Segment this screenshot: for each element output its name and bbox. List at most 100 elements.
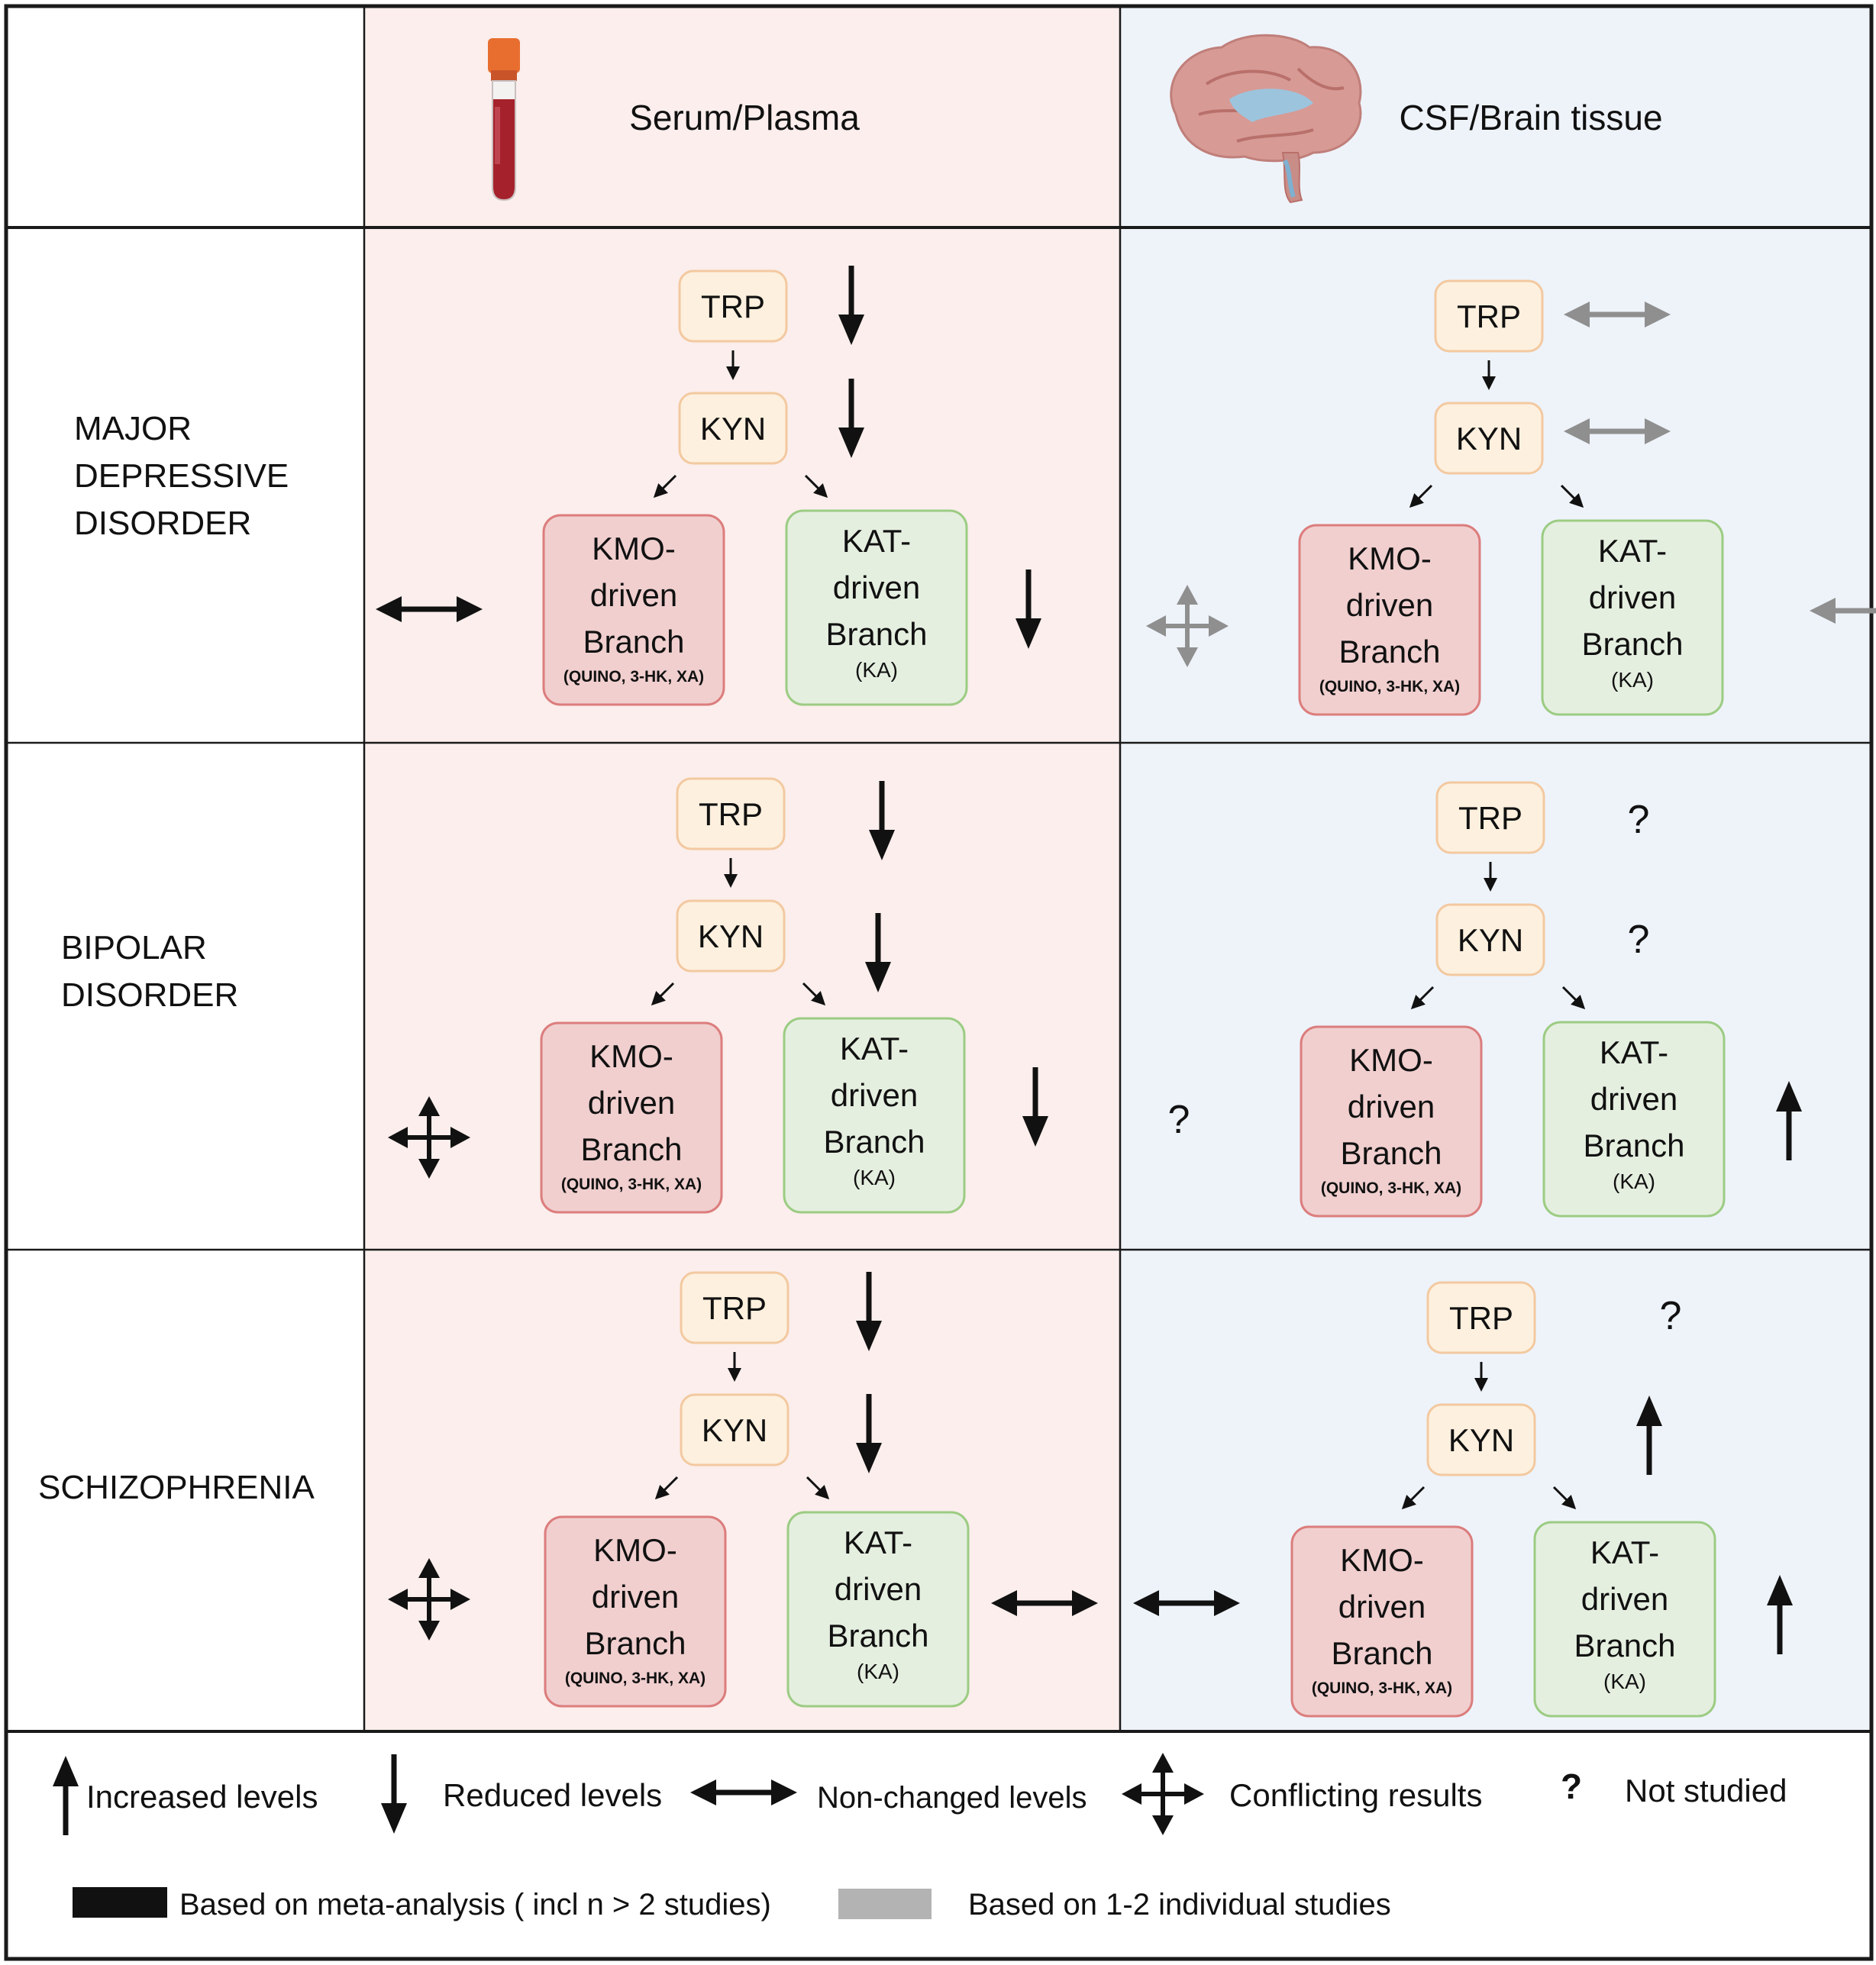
legend-question-symbol: ?	[1561, 1767, 1582, 1806]
kyn-to-kmo-arrow	[651, 982, 675, 1006]
not studied-arrow-icon: ?	[1628, 918, 1650, 962]
legend-increased-label: Increased levels	[86, 1779, 318, 1815]
kyn-node	[676, 899, 786, 973]
kat-label-line: driven	[831, 1077, 918, 1113]
kat-branch-node	[785, 509, 968, 706]
reduced-arrow-icon	[838, 266, 864, 345]
row-label-mdd: MAJOR DEPRESSIVE DISORDER	[74, 410, 289, 542]
kmo-metabolites: (QUINO, 3-HK, XA)	[565, 1670, 706, 1687]
trp-node	[678, 269, 788, 343]
trp-node	[1426, 1281, 1536, 1354]
kat-metabolites: (KA)	[1611, 668, 1654, 692]
kyn-to-kat-arrow	[804, 474, 828, 499]
trp-node	[680, 1271, 789, 1344]
increased-arrow-icon	[1776, 1081, 1802, 1160]
kyn-to-kmo-arrow	[1401, 1486, 1426, 1510]
kyn-label: KYN	[1456, 421, 1522, 457]
kmo-branch-node	[542, 514, 725, 706]
kyn-node	[1435, 903, 1545, 976]
kmo-metabolites: (QUINO, 3-HK, XA)	[1321, 1179, 1461, 1197]
kat-branch-node	[1541, 519, 1724, 716]
kmo-label-line: Branch	[584, 1625, 686, 1661]
row-label-line: SCHIZOPHRENIA	[38, 1469, 315, 1506]
kat-label-line: KAT-	[1598, 533, 1667, 569]
kmo-label-line: driven	[588, 1085, 675, 1121]
kat-label-line: KAT-	[1600, 1034, 1668, 1070]
not studied-arrow-icon: ?	[1628, 798, 1650, 842]
trp-label: TRP	[701, 289, 765, 324]
increased-arrow-icon	[1636, 1396, 1662, 1475]
conflicting-arrow-icon	[1122, 1753, 1204, 1835]
serum-column-header: Serum/Plasma	[629, 98, 860, 137]
kyn-label: KYN	[700, 411, 766, 447]
kmo-label-line: KMO-	[1349, 1042, 1433, 1078]
trp-node	[1434, 279, 1544, 353]
increased-arrow-icon	[1767, 1575, 1793, 1654]
kyn-to-kmo-arrow	[654, 1476, 679, 1500]
unchanged-arrow-icon	[376, 596, 483, 622]
kyn-to-kat-arrow	[1560, 484, 1584, 508]
kyn-to-kat-arrow	[806, 1476, 830, 1500]
trp-label: TRP	[1457, 298, 1521, 334]
trp-label: TRP	[699, 796, 763, 832]
kat-label-line: Branch	[827, 1618, 928, 1654]
kat-label-line: KAT-	[840, 1031, 909, 1066]
kat-label-line: driven	[1589, 579, 1676, 615]
legend-unchanged-label: Non-changed levels	[817, 1781, 1087, 1815]
kmo-label-line: KMO-	[1340, 1542, 1424, 1578]
reduced-arrow-icon	[1015, 569, 1041, 649]
kyn-node	[1426, 1403, 1536, 1476]
kmo-branch-node	[540, 1021, 723, 1214]
kmo-label-line: driven	[1346, 587, 1433, 623]
kmo-label-line: KMO-	[593, 1532, 677, 1568]
reduced-arrow-icon	[869, 781, 895, 860]
kyn-label: KYN	[702, 1412, 767, 1448]
kat-label-line: driven	[833, 569, 920, 605]
legend-meta-analysis-swatch	[73, 1887, 167, 1918]
not studied-arrow-icon: ?	[1168, 1098, 1190, 1142]
kat-metabolites: (KA)	[857, 1660, 899, 1683]
not studied-arrow-icon: ?	[1660, 1294, 1682, 1338]
row-label-line: DISORDER	[61, 976, 238, 1014]
reduced-arrow-icon	[856, 1272, 882, 1351]
kmo-label-line: Branch	[1331, 1635, 1432, 1671]
kmo-label-line: Branch	[1338, 634, 1440, 670]
csf-column-header: CSF/Brain tissue	[1399, 98, 1662, 137]
row-label-line: DISORDER	[74, 505, 251, 542]
kyn-label: KYN	[1448, 1422, 1514, 1458]
kmo-label-line: KMO-	[589, 1038, 673, 1074]
row-label-line: MAJOR	[74, 410, 192, 447]
kmo-label-line: Branch	[580, 1131, 682, 1167]
kat-label-line: KAT-	[842, 523, 911, 559]
kat-branch-node	[786, 1511, 970, 1708]
trp-node	[676, 777, 786, 850]
kmo-label-line: Branch	[1340, 1135, 1442, 1171]
kmo-label-line: driven	[1338, 1589, 1426, 1625]
kmo-branch-node	[1300, 1025, 1483, 1218]
kyn-to-kmo-arrow	[1410, 986, 1435, 1010]
kmo-label-line: driven	[592, 1579, 679, 1615]
trp-node	[1435, 781, 1545, 854]
conflicting-arrow-icon	[388, 1096, 470, 1179]
reduced-arrow-icon	[838, 379, 864, 458]
increased-arrow-icon	[53, 1756, 79, 1835]
legend-reduced-label: Reduced levels	[443, 1777, 662, 1813]
legend-meta-analysis-label: Based on meta-analysis ( incl n > 2 stud…	[179, 1888, 771, 1921]
kat-branch-node	[1533, 1521, 1716, 1718]
row-label-line: BIPOLAR	[61, 929, 207, 966]
kat-branch-node	[783, 1017, 966, 1214]
unchanged-arrow-icon	[1564, 302, 1671, 328]
table-grid	[4, 4, 1874, 1961]
reduced-arrow-icon	[856, 1394, 882, 1473]
kmo-label-line: driven	[1348, 1089, 1435, 1124]
conflicting-arrow-icon	[1146, 585, 1229, 667]
conflicting-arrow-icon	[388, 1558, 470, 1641]
kat-label-line: KAT-	[844, 1525, 912, 1560]
reduced-arrow-icon	[865, 913, 891, 992]
